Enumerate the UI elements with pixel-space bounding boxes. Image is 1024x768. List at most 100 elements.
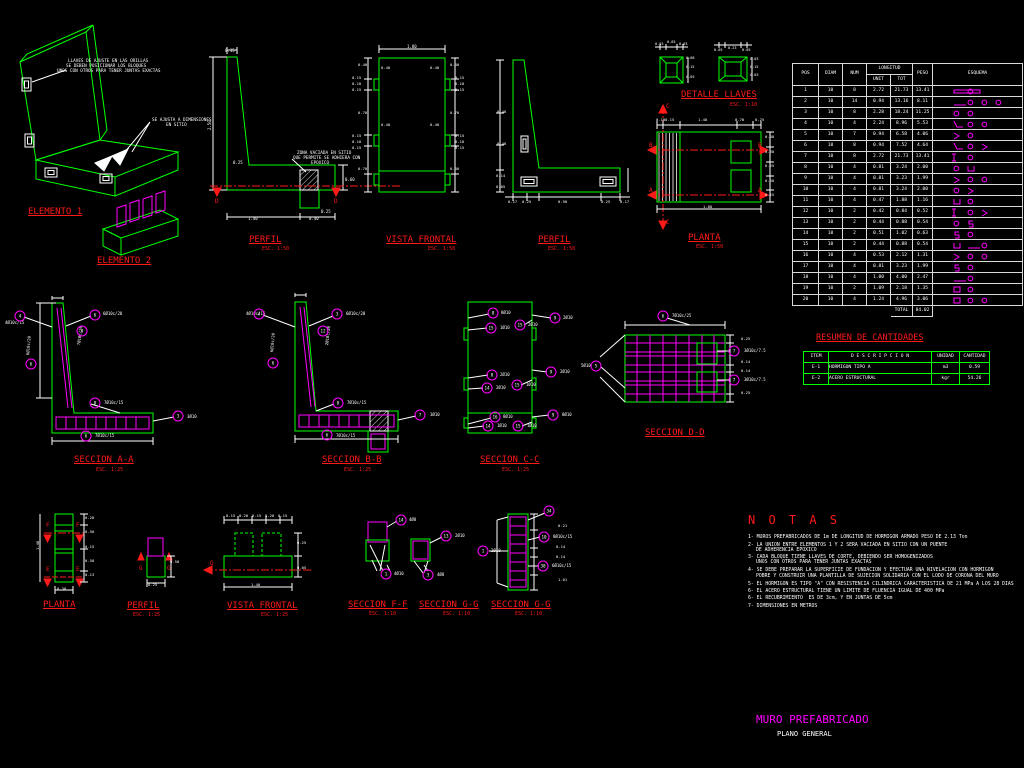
cell-tot: 4.96 bbox=[889, 294, 914, 306]
callout-bubble: 3 bbox=[422, 569, 434, 581]
dim-label: UNOS CON OTROS PARA TENER JUNTAS EXACTAS bbox=[57, 69, 161, 74]
dim-label: 0.03 bbox=[750, 57, 759, 61]
dim-label: 0.13 bbox=[85, 572, 95, 577]
view-perfil-2 bbox=[496, 59, 630, 201]
cell-peso: 5.53 bbox=[912, 118, 934, 130]
cell-esquema bbox=[932, 250, 1024, 262]
callout-bubble: 14 bbox=[481, 382, 493, 394]
dim-label: 7Ø10c/15 bbox=[336, 433, 356, 438]
callout-bubble: 3 bbox=[331, 308, 343, 320]
cell-tot: 1.88 bbox=[889, 195, 914, 207]
dim-label: A bbox=[758, 187, 762, 194]
cell-diam: 10 bbox=[818, 162, 843, 174]
cell-num: 2 bbox=[842, 206, 867, 218]
ajuste-keys-icon bbox=[21, 77, 113, 184]
bar-shape-icon bbox=[953, 275, 973, 281]
cell-unit: 1.09 bbox=[866, 283, 891, 295]
dim-label: 0.21 bbox=[558, 523, 568, 528]
rebar-b-b bbox=[298, 306, 395, 450]
cell-peso: 4.06 bbox=[912, 129, 934, 141]
dim-label: 2Ø10 bbox=[528, 322, 538, 327]
resumen-header: CANTIDAD bbox=[959, 351, 990, 363]
callout-bubble: 9 bbox=[547, 409, 559, 421]
cell-esquema bbox=[932, 283, 1024, 295]
dim-label: 2Ø10 bbox=[491, 548, 501, 553]
dim-label: 0.17 bbox=[508, 199, 518, 204]
dim-label: 0.40 bbox=[358, 62, 368, 67]
cell-pos: 3 bbox=[792, 107, 819, 119]
callout-bubble: 3 bbox=[172, 410, 184, 422]
dim-label: 0.70 bbox=[450, 110, 460, 115]
label-seccion-c-c: SECCION C-C bbox=[480, 455, 540, 465]
dim-label: 0.25 bbox=[522, 199, 532, 204]
nota-line: 4- SE DEBE PREPARAR LA SUPERFICIE DE FUN… bbox=[748, 568, 994, 573]
cell-esquema bbox=[932, 294, 1024, 306]
dim-label: 3Ø10c/7.5 bbox=[744, 348, 766, 353]
dim-label: 6Ø10c/20 bbox=[103, 311, 123, 316]
cell-esquema bbox=[932, 118, 1024, 130]
callout-bubble: 4 bbox=[76, 325, 88, 337]
dim-label: 0.14 bbox=[741, 368, 751, 373]
cell-unit: 0.81 bbox=[866, 173, 891, 185]
dim-label: ESC. 1:10 bbox=[443, 611, 471, 617]
cell-num: 8 bbox=[842, 107, 867, 119]
callout-bubble: 14 bbox=[395, 514, 407, 526]
cell-diam: 10 bbox=[818, 206, 843, 218]
dim-label: 0.15 bbox=[352, 87, 362, 92]
dim-label: EPOXICO bbox=[311, 161, 330, 166]
dim-label: 0.05 bbox=[297, 565, 307, 570]
callout-bubble: 6 bbox=[267, 357, 279, 369]
dim-label: ESC. 1:10 bbox=[730, 102, 758, 108]
callout-bubble: 7 bbox=[728, 374, 740, 386]
rebar-grid-d-d bbox=[625, 335, 725, 402]
cell-peso: 1.99 bbox=[912, 261, 934, 273]
cell-esquema bbox=[932, 195, 1024, 207]
dim-label: 4Ø10 bbox=[394, 571, 404, 576]
nota-line: 5- EL HORMIGON ES TIPO "A" CON RESISTENC… bbox=[748, 582, 1014, 587]
dim-label: 6Ø10c/20 bbox=[346, 311, 366, 316]
col-header-esquema: ESQUEMA bbox=[932, 63, 1024, 86]
dim-label: 5Ø10 bbox=[581, 363, 591, 368]
dim-label: 0.08 bbox=[686, 56, 695, 60]
bar-shape-icon bbox=[953, 99, 1001, 105]
cell-num: 2 bbox=[842, 239, 867, 251]
nota-line: 2- LA UNION ENTRE ELEMENTOS 1 Y 2 SERA V… bbox=[748, 543, 948, 548]
cell-esquema bbox=[932, 184, 1024, 196]
col-header-tot: TOT bbox=[889, 74, 914, 86]
cell-peso: 0.63 bbox=[912, 228, 934, 240]
cell-peso: 8.11 bbox=[912, 96, 934, 108]
cell-num: 2 bbox=[842, 217, 867, 229]
cell-diam: 10 bbox=[818, 140, 843, 152]
dim-label: 8Ø10c/15 bbox=[553, 534, 573, 539]
dim-label: LLAVES DE AJUSTE EN LAS ORILLAS bbox=[68, 59, 149, 64]
cell-diam: 10 bbox=[818, 217, 843, 229]
callout-bubble: 9 bbox=[545, 366, 557, 378]
cell-diam: 10 bbox=[818, 239, 843, 251]
callout-bubble: 1 bbox=[380, 568, 392, 580]
bar-shape-icon bbox=[953, 242, 987, 248]
sheet-subtitle: PLANO GENERAL bbox=[777, 730, 832, 738]
callout-bubble: 6 bbox=[25, 358, 37, 370]
dim-label: 0.40 bbox=[430, 122, 440, 127]
resumen-cell: 54.26 bbox=[959, 373, 990, 385]
callout-bubble: 6 bbox=[80, 430, 92, 442]
dim-label: 2Ø10 bbox=[455, 533, 465, 538]
rebar-a-a bbox=[55, 307, 150, 430]
view-seccion-g-g-1 bbox=[410, 536, 443, 574]
cell-pos: 18 bbox=[792, 272, 819, 284]
cell-tot: 0.88 bbox=[889, 217, 914, 229]
bar-shape-icon bbox=[953, 220, 974, 227]
dim-label: 0.05 bbox=[742, 48, 751, 52]
dim-label: D bbox=[215, 198, 219, 205]
bar-shape-icon bbox=[953, 165, 975, 171]
callout-bubble: 7 bbox=[728, 345, 740, 357]
callout-bubble: 1 bbox=[477, 545, 489, 557]
cell-pos: 12 bbox=[792, 206, 819, 218]
bar-shape-icon bbox=[953, 88, 981, 94]
cell-diam: 10 bbox=[818, 272, 843, 284]
bar-shape-icon bbox=[953, 198, 973, 204]
dim-label: 0.25 bbox=[233, 160, 243, 165]
